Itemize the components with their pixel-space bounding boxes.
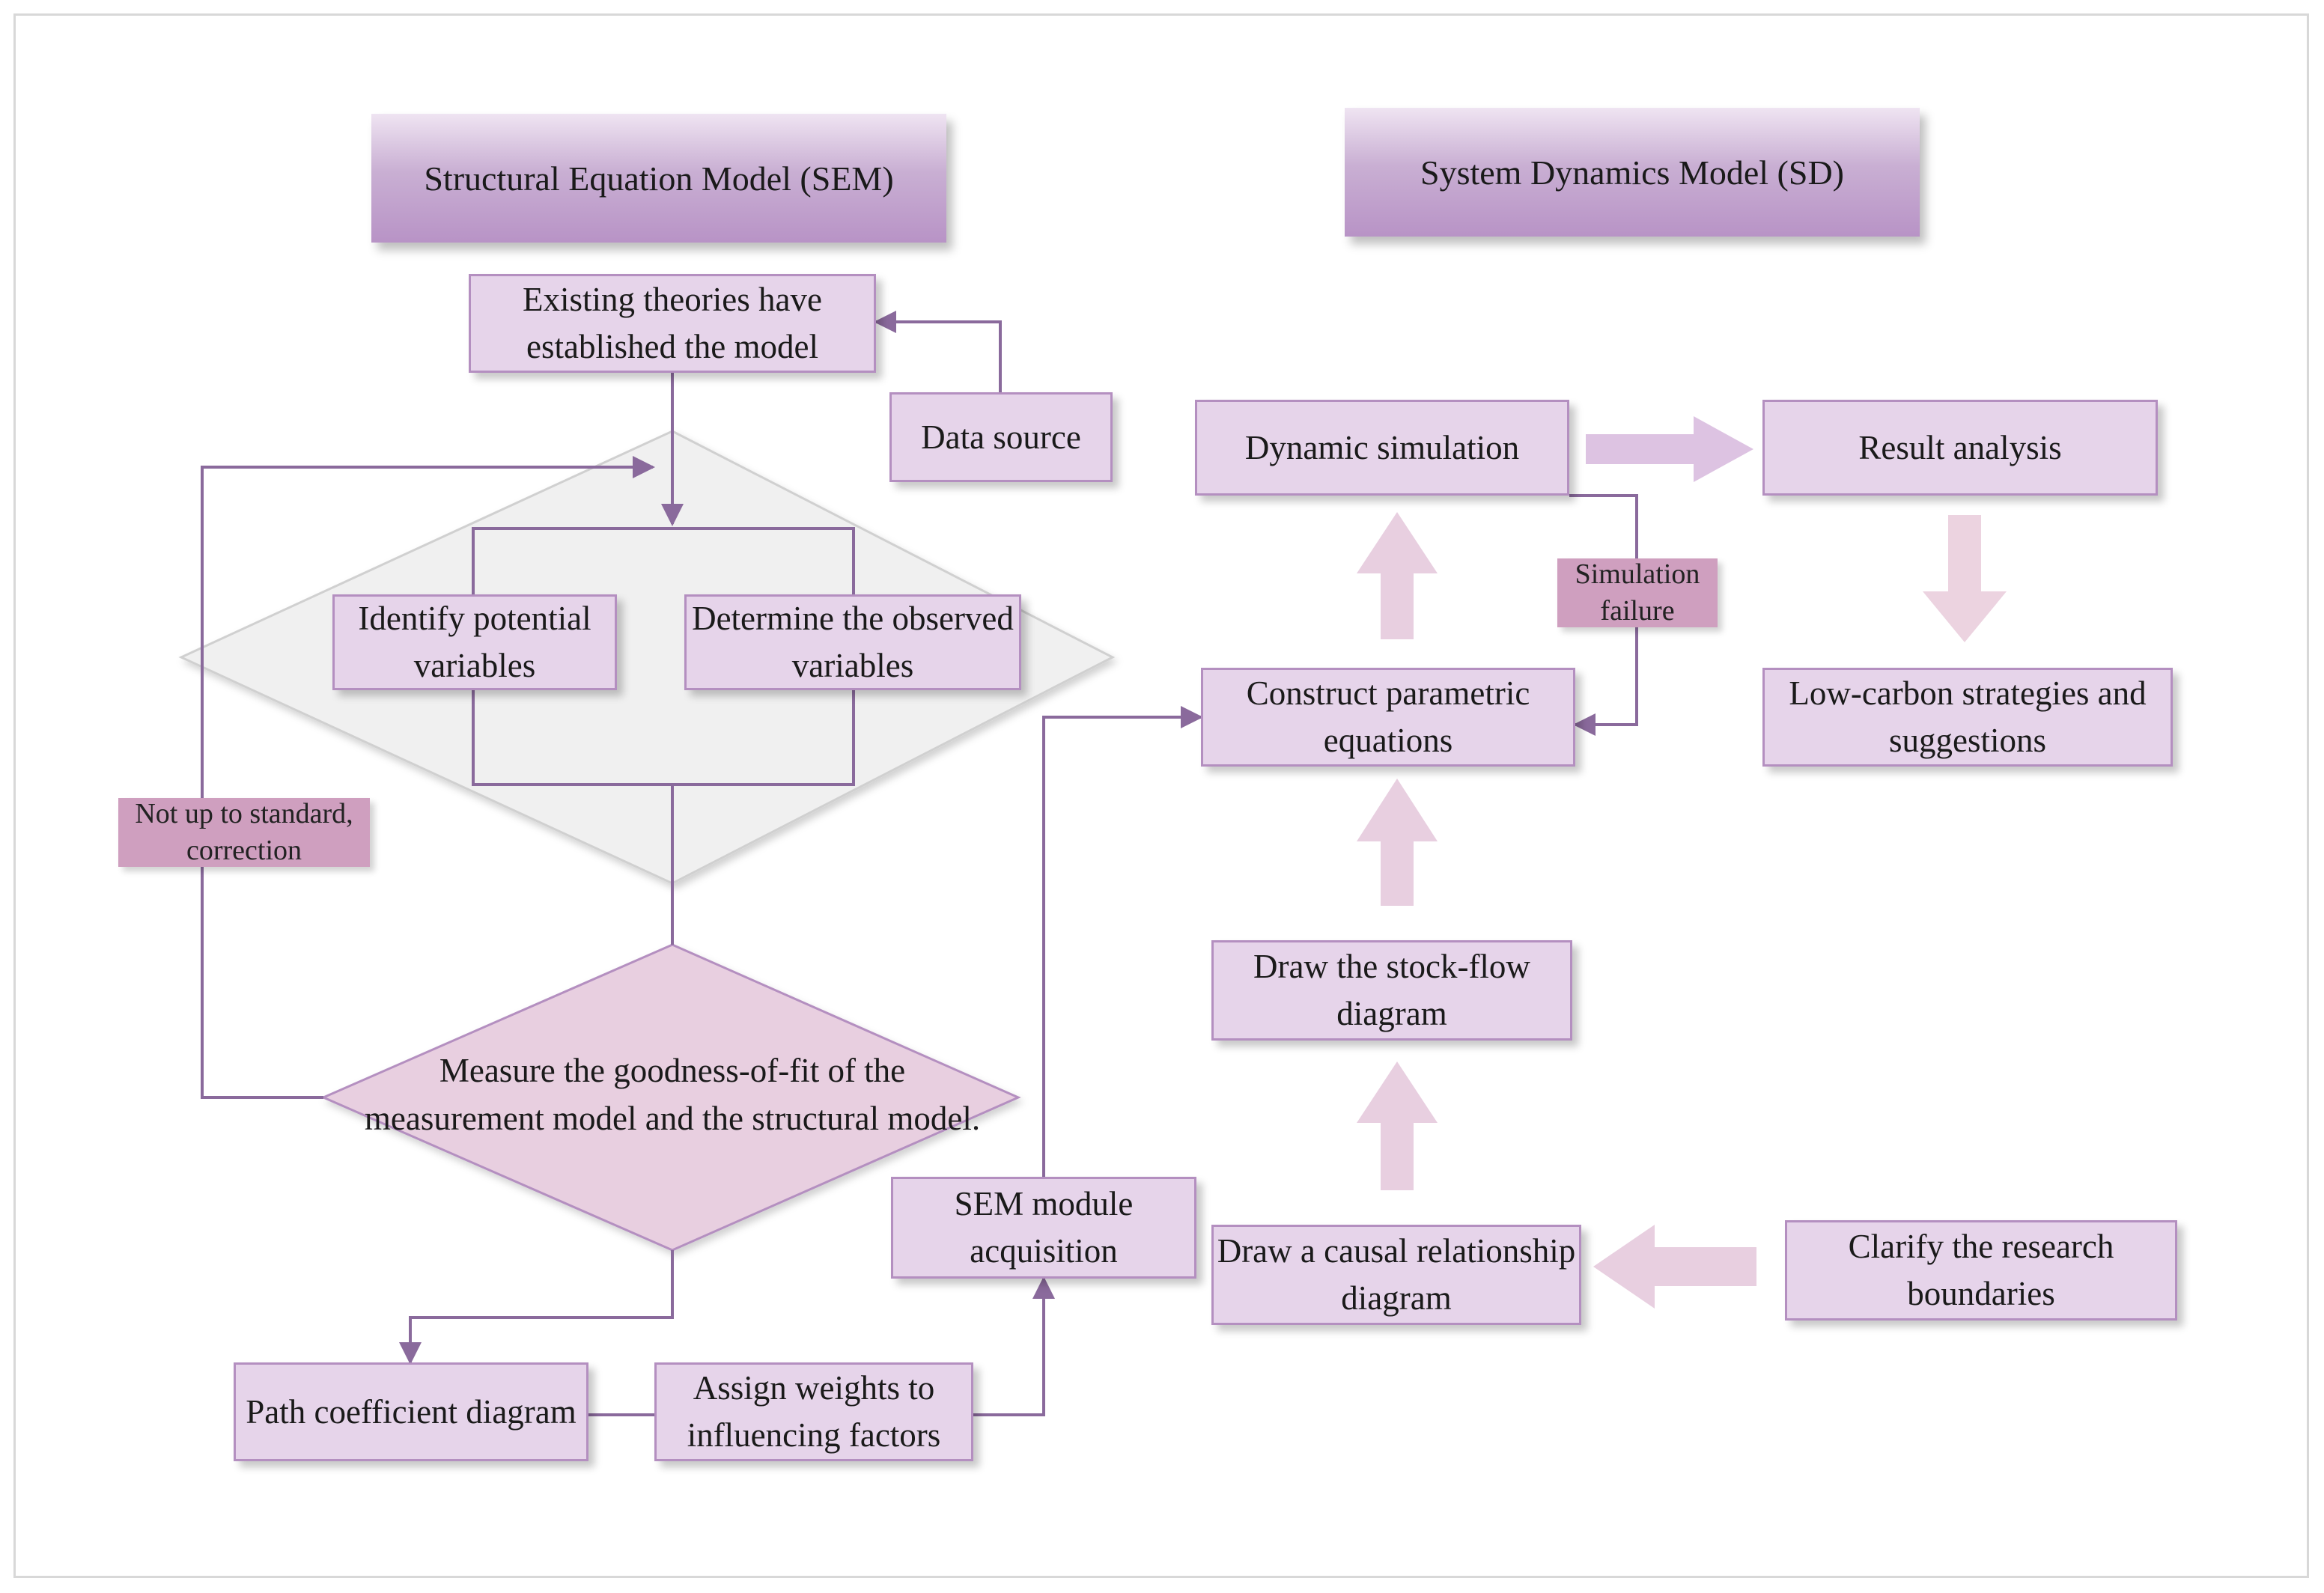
assign-weights-label: Assign weights to influencing factors: [687, 1369, 941, 1454]
simulation-failure-label: Simulation failure: [1575, 558, 1700, 627]
assign-weights-node: Assign weights to influencing factors: [654, 1362, 973, 1461]
sem-module-acquisition-node: SEM module acquisition: [891, 1177, 1196, 1279]
sd-header-label: System Dynamics Model (SD): [1420, 153, 1844, 192]
determine-observed-variables-node: Determine the observed variables: [684, 594, 1021, 690]
connector-assign-to-module: [973, 1276, 1055, 1416]
draw-causal-diagram-node: Draw a causal relationship diagram: [1211, 1225, 1581, 1325]
connector-to-path-coeff: [399, 1250, 674, 1365]
draw-causal-diagram-label: Draw a causal relationship diagram: [1217, 1232, 1576, 1317]
result-analysis-node: Result analysis: [1762, 400, 2158, 496]
measure-goodness-of-fit-label: Measure the goodness-of-fit of the measu…: [364, 1052, 981, 1137]
path-coefficient-node: Path coefficient diagram: [234, 1362, 588, 1461]
connector-module-to-equations: [1042, 706, 1203, 1177]
draw-stock-flow-diagram-label: Draw the stock-flow diagram: [1253, 948, 1530, 1032]
data-source-node: Data source: [889, 392, 1113, 482]
block-arrow-causal-to-stockflow: [1357, 1062, 1438, 1190]
low-carbon-strategies-label: Low-carbon strategies and suggestions: [1789, 674, 2147, 759]
draw-stock-flow-diagram-node: Draw the stock-flow diagram: [1211, 940, 1572, 1041]
clarify-research-boundaries-node: Clarify the research boundaries: [1785, 1220, 2177, 1321]
dynamic-simulation-label: Dynamic simulation: [1244, 428, 1520, 466]
block-arrow-boundaries-to-causal: [1593, 1225, 1756, 1309]
figure-frame: [13, 13, 2309, 1578]
result-analysis-label: Result analysis: [1858, 428, 2062, 466]
dynamic-simulation-node: Dynamic simulation: [1195, 400, 1569, 496]
sem-header-label: Structural Equation Model (SEM): [424, 159, 894, 198]
sem-header: Structural Equation Model (SEM): [371, 114, 946, 243]
data-source-label: Data source: [921, 418, 1081, 456]
measure-goodness-of-fit-text: Measure the goodness-of-fit of the measu…: [352, 1018, 993, 1172]
existing-theories-label: Existing theories have established the m…: [523, 281, 822, 365]
existing-theories-node: Existing theories have established the m…: [469, 274, 876, 373]
identify-potential-variables-label: Identify potential variables: [358, 600, 591, 684]
identify-potential-variables-node: Identify potential variables: [332, 594, 617, 690]
connector-correction-loop: [201, 456, 655, 1099]
path-coefficient-label: Path coefficient diagram: [246, 1392, 577, 1431]
block-arrow-simulation-to-result: [1586, 416, 1753, 482]
block-arrow-stockflow-to-equations: [1357, 779, 1438, 906]
connector-data-source: [874, 311, 1002, 392]
block-arrow-equations-to-simulation: [1357, 512, 1438, 639]
determine-observed-variables-label: Determine the observed variables: [692, 600, 1014, 684]
clarify-research-boundaries-label: Clarify the research boundaries: [1848, 1228, 2114, 1312]
construct-parametric-equations-node: Construct parametric equations: [1201, 668, 1575, 767]
sem-module-acquisition-label: SEM module acquisition: [954, 1185, 1134, 1270]
not-up-to-standard-tag: Not up to standard, correction: [118, 798, 370, 867]
low-carbon-strategies-node: Low-carbon strategies and suggestions: [1762, 668, 2173, 767]
construct-parametric-equations-label: Construct parametric equations: [1246, 674, 1530, 759]
simulation-failure-tag: Simulation failure: [1557, 558, 1718, 627]
block-arrow-result-to-strategies: [1923, 515, 2007, 642]
sd-header: System Dynamics Model (SD): [1345, 108, 1920, 237]
not-up-to-standard-label: Not up to standard, correction: [135, 797, 353, 866]
